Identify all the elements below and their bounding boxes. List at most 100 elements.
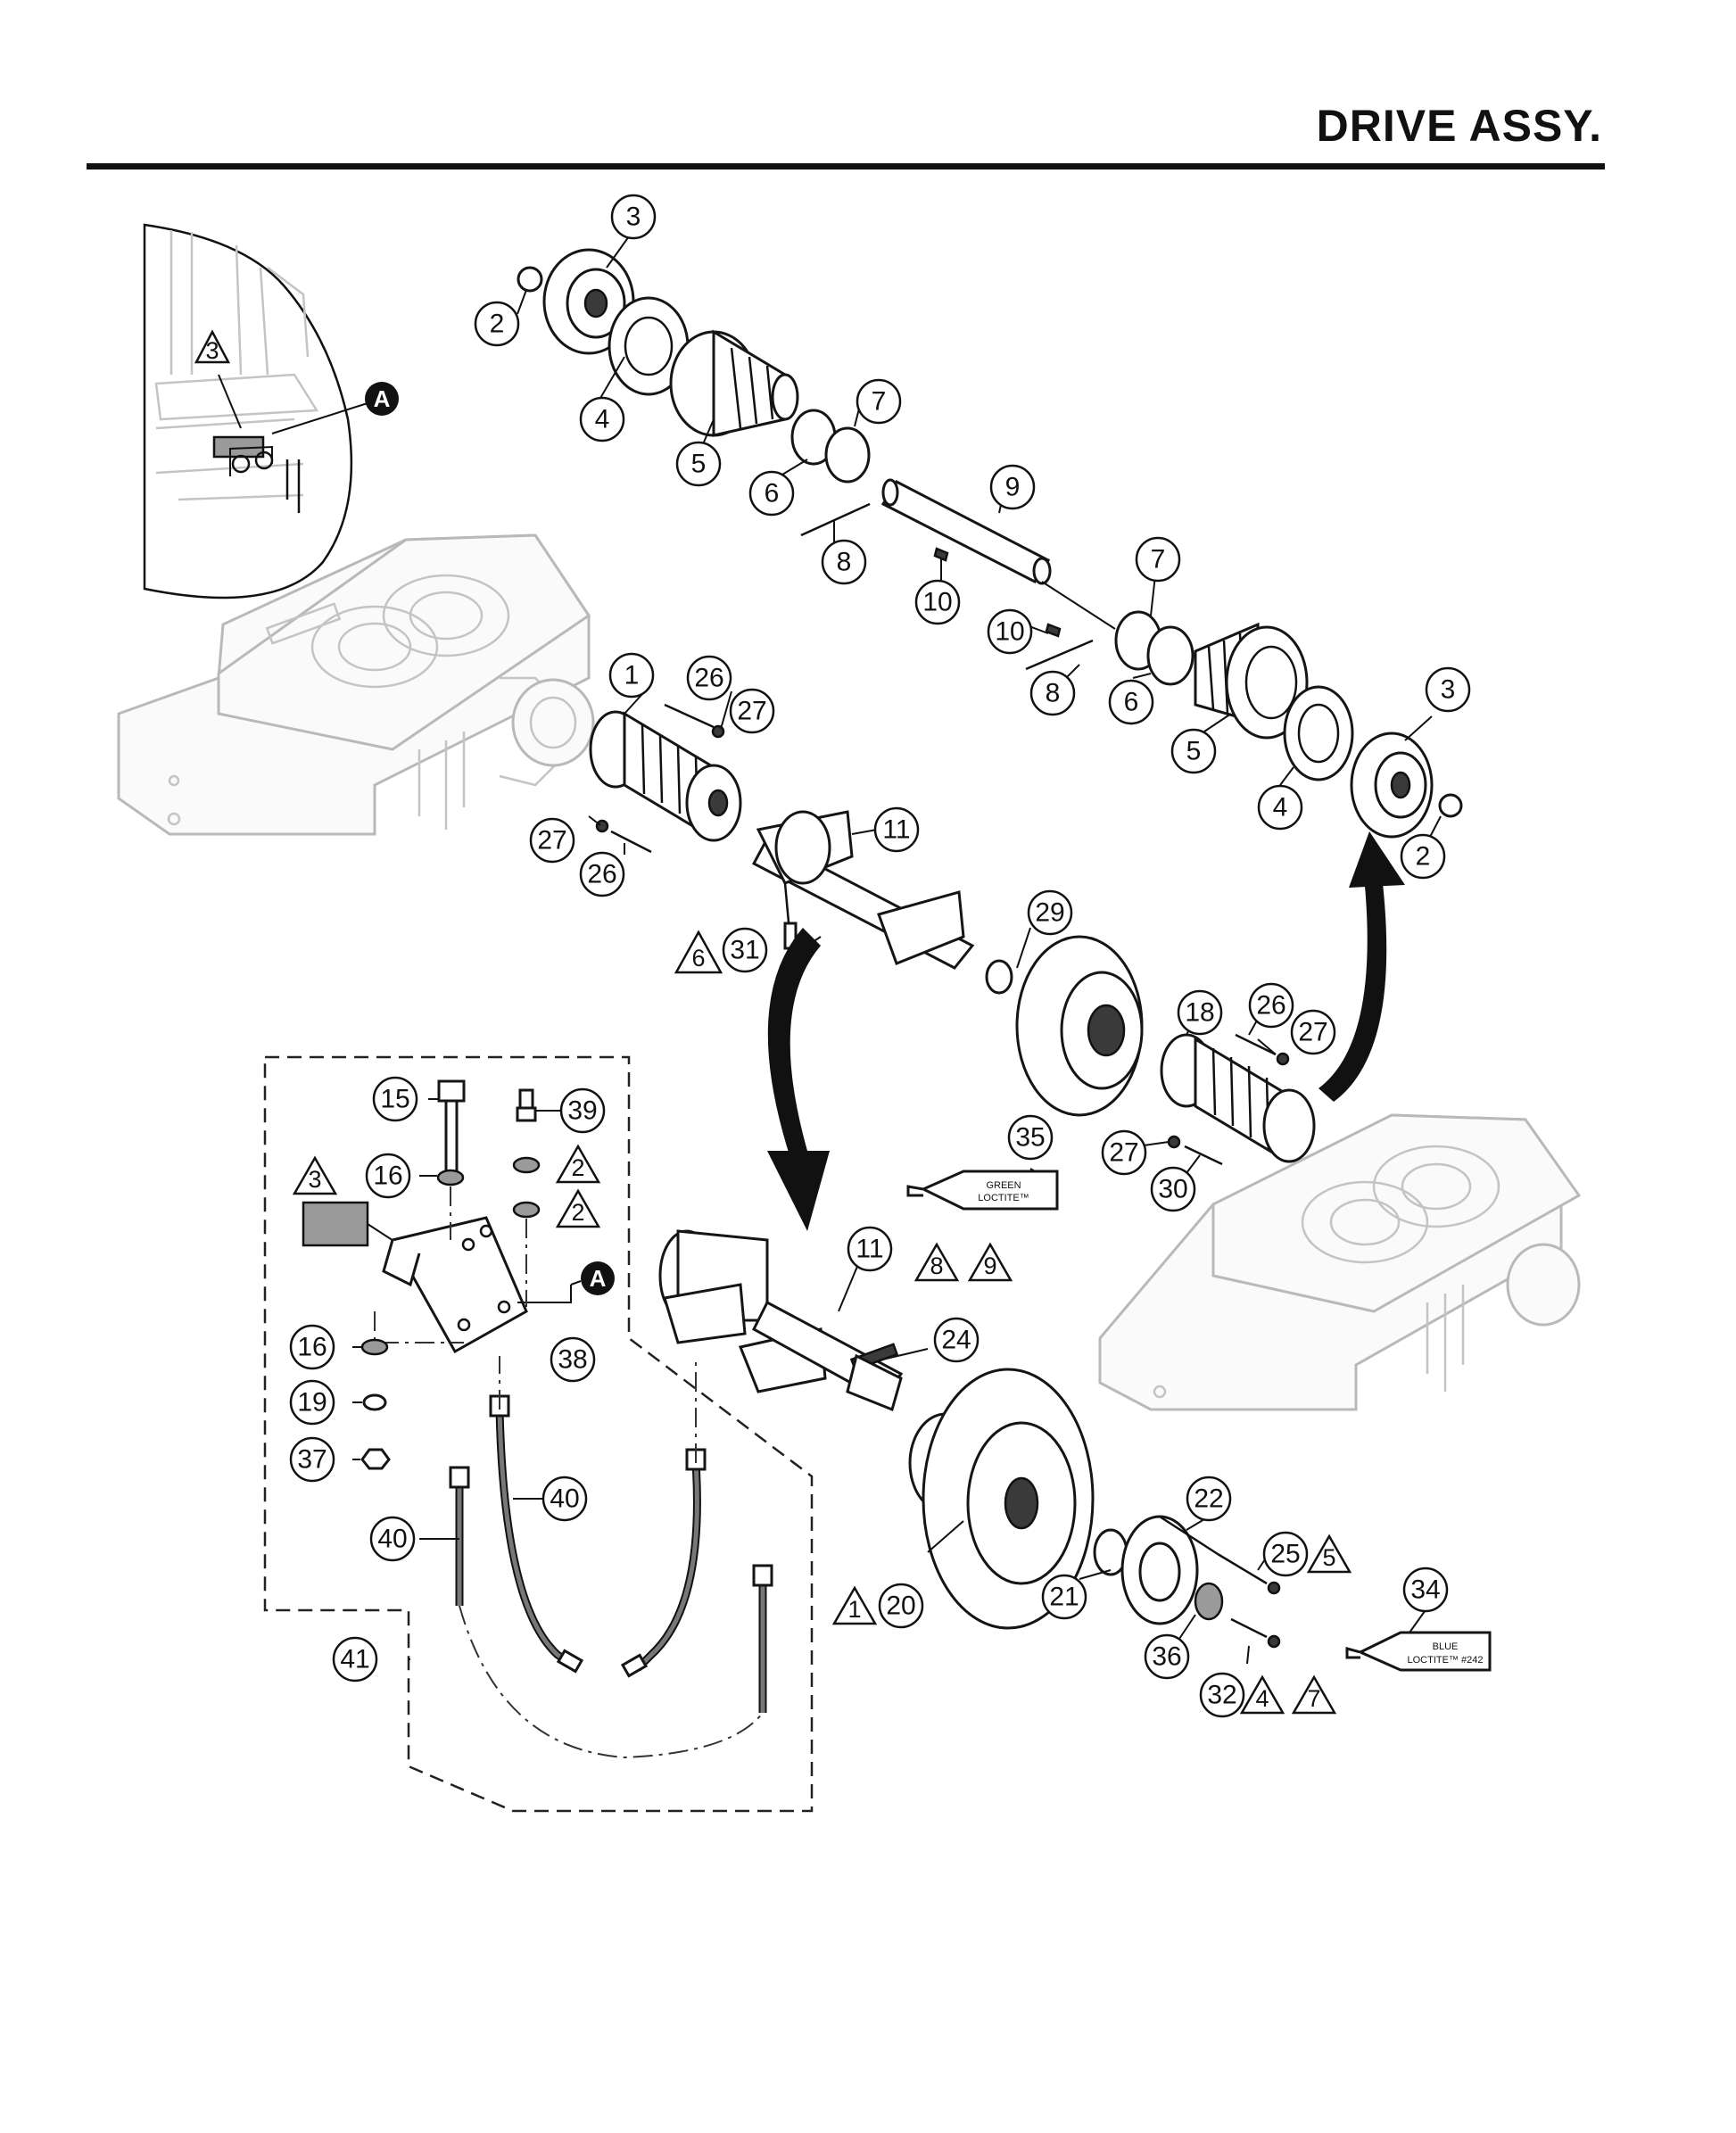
callout-3: 3 (610, 194, 657, 240)
svg-text:9: 9 (983, 1253, 996, 1279)
callout-41: 41 (332, 1636, 378, 1682)
svg-text:32: 32 (1207, 1681, 1236, 1710)
svg-text:27: 27 (1298, 1018, 1327, 1047)
svg-text:5: 5 (691, 450, 707, 479)
svg-text:1: 1 (847, 1596, 861, 1623)
svg-text:39: 39 (567, 1096, 597, 1126)
callout-27: 27 (529, 817, 575, 864)
callout-35: 35 (1007, 1114, 1054, 1161)
callout-27: 27 (1101, 1129, 1147, 1176)
inset-detail (143, 223, 368, 599)
svg-text:38: 38 (558, 1345, 587, 1375)
reference-a-bracket: A (581, 1261, 615, 1295)
svg-text:26: 26 (1256, 991, 1285, 1021)
svg-text:21: 21 (1049, 1583, 1079, 1612)
svg-text:25: 25 (1270, 1540, 1300, 1569)
svg-text:11: 11 (882, 815, 910, 845)
lower-pulley-assembly (658, 1229, 1281, 1649)
callout-6: 6 (1108, 679, 1154, 725)
note-triangle-2: 2 (555, 1144, 601, 1184)
svg-text:2: 2 (571, 1154, 584, 1181)
svg-text:15: 15 (380, 1085, 409, 1114)
note-triangle-3: 3 (194, 329, 231, 364)
green-loctite-label-2: LOCTITE™ (978, 1193, 1029, 1203)
callout-31: 31 (722, 927, 768, 973)
svg-text:4: 4 (1273, 793, 1288, 823)
callout-8: 8 (821, 539, 867, 585)
svg-text:7: 7 (1151, 545, 1166, 575)
green-loctite-label: GREEN (986, 1180, 1021, 1191)
callout-6: 6 (748, 470, 795, 517)
svg-text:27: 27 (1109, 1138, 1138, 1168)
svg-text:2: 2 (1416, 842, 1431, 872)
callout-11: 11 (873, 806, 920, 853)
callout-10: 10 (987, 608, 1033, 655)
svg-text:4: 4 (595, 405, 610, 434)
title-rule (87, 163, 1605, 169)
upper-shaft-assembly (517, 248, 1463, 839)
svg-text:7: 7 (1307, 1685, 1320, 1712)
rotation-arrows (767, 831, 1405, 1231)
svg-text:18: 18 (1185, 998, 1214, 1028)
callout-25: 25 (1262, 1531, 1309, 1577)
callout-21: 21 (1041, 1574, 1087, 1620)
svg-text:10: 10 (922, 588, 952, 617)
callout-38: 38 (550, 1336, 596, 1383)
svg-text:27: 27 (537, 826, 566, 856)
svg-text:20: 20 (886, 1591, 915, 1621)
callout-40: 40 (369, 1516, 416, 1562)
callout-1: 1 (608, 652, 655, 699)
svg-text:5: 5 (1186, 737, 1202, 766)
svg-text:41: 41 (340, 1645, 369, 1674)
svg-text:6: 6 (1124, 688, 1139, 717)
svg-text:2: 2 (490, 310, 505, 339)
callout-9: 9 (989, 464, 1036, 510)
callout-8: 8 (1029, 670, 1076, 716)
callout-27: 27 (1290, 1009, 1336, 1055)
blue-loctite-label-2: LOCTITE™ #242 (1408, 1655, 1484, 1666)
svg-text:31: 31 (730, 936, 759, 965)
callout-2: 2 (1400, 833, 1446, 880)
note-triangles: 3 6 3 2 2 8 9 1 5 4 7 (194, 329, 1352, 1715)
svg-text:27: 27 (737, 697, 766, 726)
svg-text:30: 30 (1158, 1175, 1187, 1204)
svg-text:26: 26 (694, 664, 723, 693)
note-triangle-1: 1 (831, 1585, 878, 1625)
svg-text:3: 3 (626, 203, 641, 232)
svg-text:22: 22 (1194, 1484, 1223, 1514)
svg-text:40: 40 (550, 1484, 579, 1514)
note-triangle-4: 4 (1239, 1674, 1285, 1715)
svg-text:29: 29 (1035, 898, 1064, 928)
svg-text:24: 24 (941, 1326, 971, 1355)
note-triangle-5: 5 (1306, 1534, 1352, 1574)
blue-loctite-tube: BLUE LOCTITE™ #242 (1345, 1631, 1492, 1672)
svg-text:A: A (590, 1265, 607, 1292)
svg-text:3: 3 (1441, 675, 1456, 705)
svg-text:4: 4 (1255, 1685, 1269, 1712)
callout-19: 19 (289, 1379, 335, 1426)
reference-markers: A A (365, 382, 615, 1295)
svg-text:3: 3 (308, 1166, 321, 1193)
svg-text:26: 26 (587, 860, 616, 889)
callout-34: 34 (1402, 1567, 1449, 1613)
svg-text:16: 16 (373, 1162, 402, 1191)
note-triangle-2: 2 (555, 1188, 601, 1228)
leader-lines (352, 236, 1442, 1665)
callout-7: 7 (856, 378, 902, 425)
callout-26: 26 (686, 655, 732, 701)
callout-4: 4 (1257, 784, 1303, 831)
note-triangle-7: 7 (1291, 1674, 1337, 1715)
blue-loctite-label: BLUE (1433, 1641, 1459, 1652)
svg-text:11: 11 (856, 1235, 883, 1264)
callout-16: 16 (289, 1324, 335, 1370)
page-title: DRIVE ASSY. (1316, 101, 1602, 151)
green-loctite-tube: GREEN LOCTITE™ (906, 1170, 1059, 1211)
note-triangle-6: 6 (674, 930, 723, 974)
callout-24: 24 (933, 1317, 980, 1363)
svg-text:9: 9 (1005, 473, 1021, 502)
lube-kit-group (263, 1055, 814, 1813)
callout-30: 30 (1150, 1166, 1196, 1212)
svg-text:40: 40 (377, 1525, 407, 1554)
reference-a-inset: A (365, 382, 399, 416)
